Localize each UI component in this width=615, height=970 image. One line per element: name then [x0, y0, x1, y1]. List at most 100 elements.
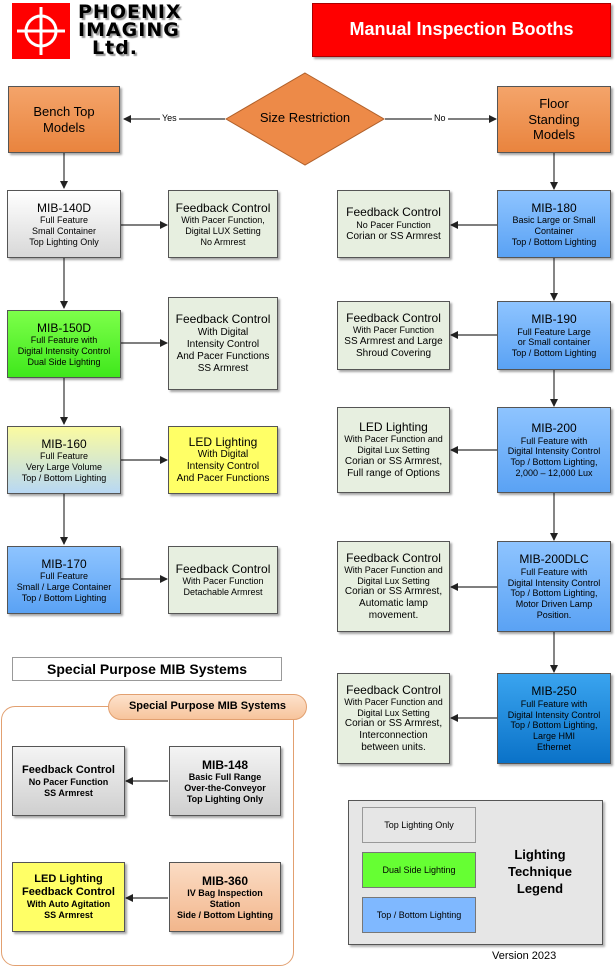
feature-desc-line: With Pacer Function,: [181, 215, 265, 225]
feature-mib-170: Feedback Control With Pacer Function Det…: [168, 546, 278, 614]
feature-mib-180: Feedback Control No Pacer Function Coria…: [337, 190, 450, 258]
model-name: MIB-190: [531, 312, 577, 327]
model-desc-line: Container: [534, 225, 574, 236]
version-label: Version 2023: [492, 950, 557, 962]
feature-title: Feedback Control: [346, 310, 441, 325]
legend-item-top-bottom: Top / Bottom Lighting: [362, 897, 476, 933]
special-purpose-heading: Special Purpose MIB Systems: [12, 657, 282, 681]
model-mib-190: MIB-190 Full Feature Large or Small cont…: [497, 301, 611, 370]
feature-mib-140d: Feedback Control With Pacer Function, Di…: [168, 190, 278, 258]
legend-label: Dual Side Lighting: [382, 864, 456, 875]
legend-item-dual-side: Dual Side Lighting: [362, 852, 476, 888]
model-desc-line: Full Feature with: [30, 335, 98, 345]
model-desc-line: Top / Bottom Lighting: [21, 472, 107, 483]
feature-desc-line: Interconnection: [359, 730, 428, 742]
logo-line-3: Ltd.: [92, 37, 139, 59]
model-desc-line: Full Feature: [39, 451, 89, 461]
feature-desc-line: With Pacer Function and: [344, 696, 443, 707]
logo-line-1: PHOENIX: [78, 1, 182, 23]
model-desc-line: Side / Bottom Lighting: [177, 909, 273, 920]
model-desc-line: Ethernet: [536, 741, 572, 752]
model-name: MIB-200: [531, 421, 577, 436]
model-name: MIB-200DLC: [519, 552, 589, 567]
feature-desc-line: Digital Lux Setting: [357, 575, 430, 586]
model-desc-line: IV Bag Inspection: [187, 888, 263, 898]
model-desc-line: Digital Intensity Control: [507, 446, 601, 457]
model-desc-line: Digital Intensity Control: [507, 577, 601, 588]
legend-title: Lighting Technique Legend: [507, 847, 573, 896]
feature-desc-line: No Armrest: [200, 236, 246, 247]
feature-desc-line: Digital LUX Setting: [185, 225, 261, 236]
model-mib-200: MIB-200 Full Feature with Digital Intens…: [497, 407, 611, 493]
model-desc-line: Top Lighting Only: [29, 236, 99, 247]
feature-desc-line: With Auto Agitation: [26, 899, 111, 910]
feature-desc-line: And Pacer Functions: [176, 473, 270, 485]
model-name: MIB-150D: [36, 320, 92, 335]
feature-mib-200: LED Lighting With Pacer Function and Dig…: [337, 407, 450, 493]
feature-desc-line: SS Armrest: [197, 362, 249, 374]
model-desc-line: Small / Large Container: [16, 581, 112, 592]
feature-desc-line: Detachable Armrest: [183, 587, 263, 598]
model-desc-line: Full Feature with: [520, 566, 588, 577]
model-name: MIB-148: [201, 757, 248, 772]
feature-desc-line: SS Armrest and Large: [344, 336, 443, 348]
feature-desc-line: Digital Lux Setting: [357, 707, 430, 718]
crosshair-icon: [17, 7, 65, 55]
page-title-text: Manual Inspection Booths: [349, 19, 574, 40]
company-logo: PHOENIX IMAGING Ltd.: [12, 3, 244, 59]
model-desc-line: Full Feature with: [520, 698, 588, 709]
model-name: MIB-250: [531, 684, 577, 699]
feature-desc-line: Intensity Control: [186, 338, 260, 350]
yes-label: Yes: [160, 113, 179, 123]
feature-title: Feedback Control: [346, 550, 441, 565]
feature-title: LED Lighting Feedback Control: [22, 873, 115, 899]
feature-title: Feedback Control: [175, 200, 271, 215]
feature-title: Feedback Control: [346, 205, 441, 220]
model-name: MIB-160: [41, 436, 87, 451]
feature-desc-line: With Pacer Function: [352, 325, 435, 336]
feature-desc-line: SS Armrest: [44, 910, 93, 921]
model-desc-line: Top / Bottom Lighting,: [510, 588, 598, 599]
model-mib-200dlc: MIB-200DLC Full Feature with Digital Int…: [497, 541, 611, 632]
model-mib-360: MIB-360 IV Bag Inspection Station Side /…: [169, 862, 281, 932]
feature-desc-line: Corian or SS Armrest,: [344, 718, 443, 730]
feature-desc-line: Shroud Covering: [355, 348, 432, 360]
feature-mib-200dlc: Feedback Control With Pacer Function and…: [337, 541, 450, 632]
model-mib-150d: MIB-150D Full Feature with Digital Inten…: [7, 310, 121, 378]
feature-desc-line: Corian or SS Armrest,: [344, 455, 443, 467]
feature-title: Feedback Control: [22, 763, 115, 776]
model-name: MIB-180: [531, 200, 577, 215]
feature-title: LED Lighting: [188, 434, 258, 449]
feature-desc-line: With Digital: [197, 326, 249, 338]
floor-standing-models-label: Floor Standing Models: [528, 96, 580, 143]
feature-desc-line: No Pacer Function: [356, 219, 431, 230]
model-desc-line: Very Large Volume: [25, 461, 103, 472]
model-mib-170: MIB-170 Full Feature Small / Large Conta…: [7, 546, 121, 614]
feature-desc-line: With Pacer Function and: [344, 564, 443, 575]
model-mib-160: MIB-160 Full Feature Very Large Volume T…: [7, 426, 121, 494]
no-label: No: [432, 113, 448, 123]
feature-title: Feedback Control: [175, 562, 271, 576]
feature-desc-line: between units.: [361, 742, 426, 754]
bench-top-models-box: Bench Top Models: [8, 86, 120, 153]
feature-mib-148: Feedback Control No Pacer Function SS Ar…: [12, 746, 125, 816]
model-mib-180: MIB-180 Basic Large or Small Container T…: [497, 190, 611, 258]
model-desc-line: Digital Intensity Control: [17, 345, 111, 356]
feature-title: Feedback Control: [346, 682, 441, 697]
model-desc-line: Small Container: [31, 225, 97, 236]
model-desc-line: Top / Bottom Lighting: [511, 348, 597, 359]
model-desc-line: 2,000 – 12,000 Lux: [515, 467, 593, 478]
model-desc-line: Top / Bottom Lighting,: [510, 457, 598, 468]
feature-title: LED Lighting: [359, 420, 428, 434]
model-mib-250: MIB-250 Full Feature with Digital Intens…: [497, 673, 611, 764]
feature-mib-190: Feedback Control With Pacer Function SS …: [337, 301, 450, 370]
feature-desc-line: With Digital: [197, 449, 249, 461]
logo-line-2: IMAGING: [78, 19, 180, 41]
feature-mib-150d: Feedback Control With Digital Intensity …: [168, 297, 278, 390]
feature-mib-250: Feedback Control With Pacer Function and…: [337, 673, 450, 764]
model-name: MIB-170: [41, 556, 87, 571]
feature-desc-line: Corian or SS Armrest,: [344, 586, 443, 598]
size-restriction-decision: Size Restriction: [225, 72, 385, 166]
feature-desc-line: With Pacer Function and: [344, 434, 443, 445]
feature-desc-line: Automatic lamp: [359, 598, 428, 610]
